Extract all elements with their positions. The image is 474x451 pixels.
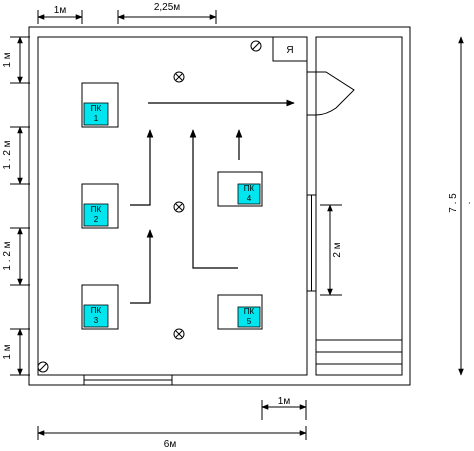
dim-right-height: 7 . 5 xyxy=(448,193,459,213)
dim-top-mid: 2,25м xyxy=(154,2,180,13)
pc-number: 3 xyxy=(94,316,99,325)
workstation-4: ПК 4 xyxy=(217,171,263,207)
pc-label: ПК xyxy=(91,306,102,315)
pc-number: 1 xyxy=(94,114,99,123)
monitor-icon xyxy=(237,183,261,205)
cross-circle-icon xyxy=(173,328,185,340)
dim-bottom-width: 6м xyxy=(164,439,177,450)
dim-window: 2 м xyxy=(332,242,343,257)
evacuation-paths xyxy=(130,99,295,304)
pc-label: ПК xyxy=(244,184,255,193)
dim-right-suffix: . xyxy=(462,202,473,205)
workstation-5: ПК 5 xyxy=(217,294,263,330)
workstation-2: ПК 2 xyxy=(81,183,119,229)
cross-circle-icon xyxy=(173,71,185,83)
monitor-icon xyxy=(83,102,109,126)
pc-number: 4 xyxy=(247,194,252,203)
stairs xyxy=(316,339,402,365)
pc-label: ПК xyxy=(91,104,102,113)
arrow-from-pc3 xyxy=(130,229,154,304)
window xyxy=(306,194,317,292)
pc-label: ПК xyxy=(244,307,255,316)
monitor-icon xyxy=(83,304,109,328)
dim-top-left: 1м xyxy=(54,5,67,16)
pc-label: ПК xyxy=(91,205,102,214)
outer-wall xyxy=(28,26,411,386)
arrow-from-pc2 xyxy=(130,129,154,206)
entrance-door xyxy=(307,71,355,116)
monitor-icon xyxy=(237,306,261,328)
monitor-icon xyxy=(83,203,109,227)
cross-circle-icon xyxy=(173,201,185,213)
pc-number: 5 xyxy=(247,317,252,326)
inner-wall xyxy=(37,36,308,376)
corridor-wall xyxy=(315,36,403,376)
dim-left-4: 1 м xyxy=(2,344,13,359)
cabinet: Я xyxy=(272,36,308,62)
dim-left-1: 1 м xyxy=(2,52,13,67)
cabinet-label: Я xyxy=(286,45,293,56)
door-swing xyxy=(315,71,355,116)
sensors xyxy=(37,40,262,373)
arrow-from-pc5 xyxy=(189,129,238,269)
dim-bottom-small: 1м xyxy=(278,396,291,407)
dim-left-2: 1 . 2 м xyxy=(2,140,13,169)
workstation-3: ПК 3 xyxy=(81,284,119,330)
pc-number: 2 xyxy=(94,215,99,224)
workstation-1: ПК 1 xyxy=(81,82,119,128)
sensor-icon xyxy=(250,40,262,52)
dim-left-3: 1 . 2 м xyxy=(2,241,13,270)
sensor-icon xyxy=(37,361,49,373)
